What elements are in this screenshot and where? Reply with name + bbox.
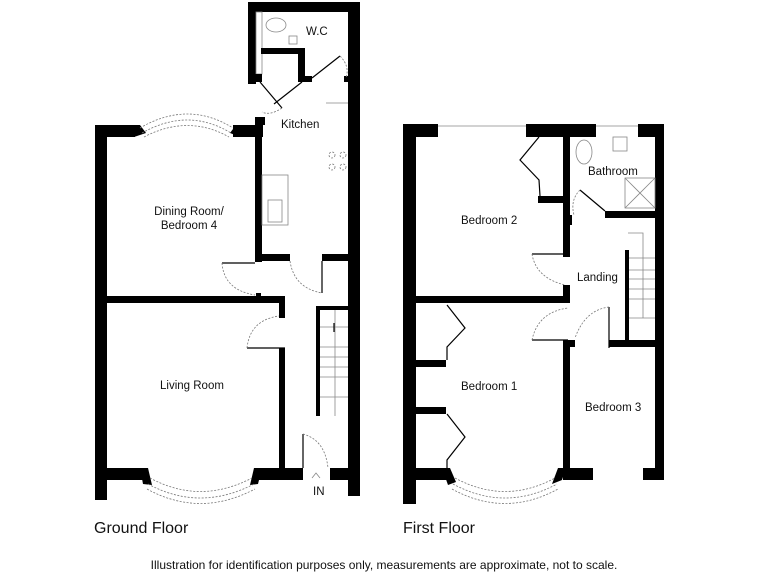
disclaimer-text: Illustration for identification purposes… [150, 558, 618, 572]
ground-floor-plan [95, 2, 360, 504]
room-label-living-room: Living Room [160, 380, 224, 392]
room-label-kitchen: Kitchen [281, 119, 320, 131]
room-label-bathroom: Bathroom [588, 166, 638, 178]
room-label-bedroom-1: Bedroom 1 [461, 381, 518, 393]
entrance-label: IN [313, 486, 325, 498]
ground-floor-title: Ground Floor [94, 520, 189, 537]
room-label-dining-line2: Bedroom 4 [160, 220, 218, 232]
first-floor-title: First Floor [403, 520, 475, 537]
room-label-dining-room: Dining Room/ Bedroom 4 [142, 205, 236, 233]
room-label-landing: Landing [577, 272, 618, 284]
room-label-bedroom-3: Bedroom 3 [585, 402, 642, 414]
first-floor-plan [403, 124, 664, 504]
room-label-dining-line1: Dining Room/ [154, 206, 224, 218]
room-label-bedroom-2: Bedroom 2 [461, 215, 518, 227]
room-label-wc: W.C [306, 26, 328, 38]
